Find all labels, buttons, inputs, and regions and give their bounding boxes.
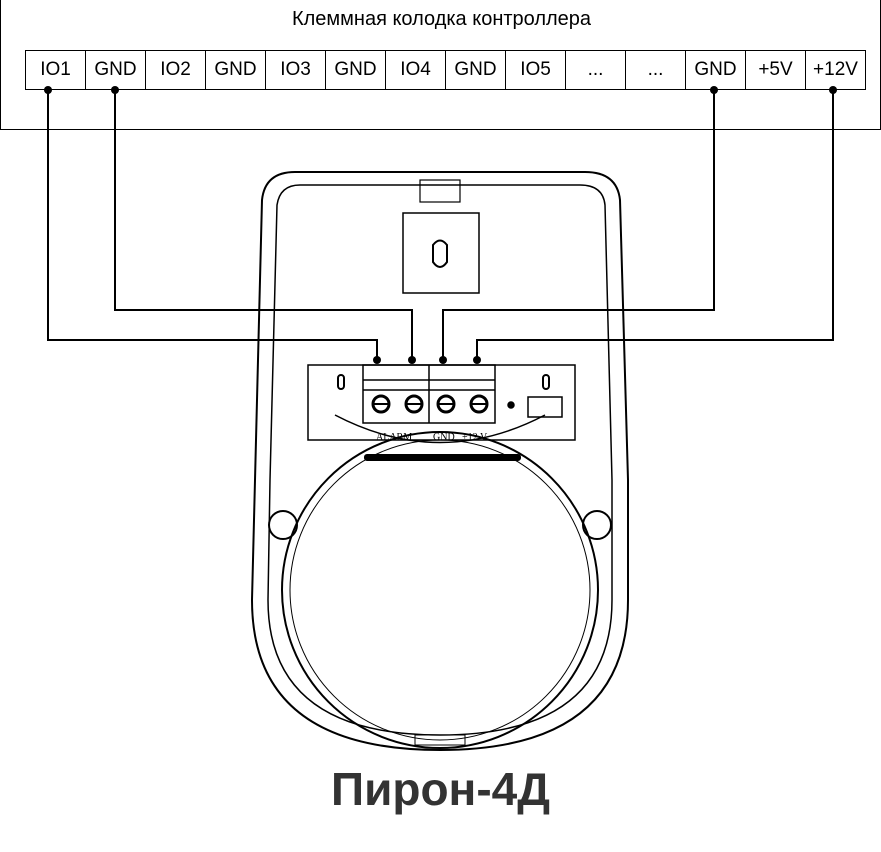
wires — [47, 90, 834, 362]
wire-gnd-alarm — [114, 90, 413, 362]
terminal-5v: +5V — [746, 51, 806, 89]
terminal-ellipsis: ... — [626, 51, 686, 89]
wire-12v-12v — [476, 90, 834, 362]
terminal-gnd: GND — [686, 51, 746, 89]
terminal-io1: IO1 — [26, 51, 86, 89]
label-12v: +12 V — [462, 432, 488, 443]
wire-io1-alarm — [47, 90, 378, 362]
terminal-io3: IO3 — [266, 51, 326, 89]
controller-title: Клеммная колодка контроллера — [291, 8, 592, 30]
terminal-io5: IO5 — [506, 51, 566, 89]
label-gnd: GND — [433, 432, 455, 443]
label-alarm: ALARM — [376, 432, 412, 443]
wire-gnd-gnd — [442, 90, 715, 362]
terminal-io2: IO2 — [146, 51, 206, 89]
device-terminal-block — [362, 364, 563, 424]
terminal-io4: IO4 — [386, 51, 446, 89]
device-body — [250, 171, 629, 752]
device-name: Пирон-4Д — [331, 763, 550, 815]
terminal-gnd: GND — [326, 51, 386, 89]
terminal-12v: +12V — [813, 59, 858, 80]
wire-junction-dots — [44, 86, 837, 364]
controller-terminal-block: Клеммная колодка контроллера IO1 GND IO2… — [0, 0, 881, 130]
terminal-gnd: GND — [206, 51, 266, 89]
terminal-gnd: GND — [446, 51, 506, 89]
terminal-ellipsis: ... — [566, 51, 626, 89]
terminal-gnd: GND — [86, 51, 146, 89]
terminal-row: IO1 GND IO2 GND IO3 GND IO4 GND IO5 ... … — [25, 50, 866, 90]
